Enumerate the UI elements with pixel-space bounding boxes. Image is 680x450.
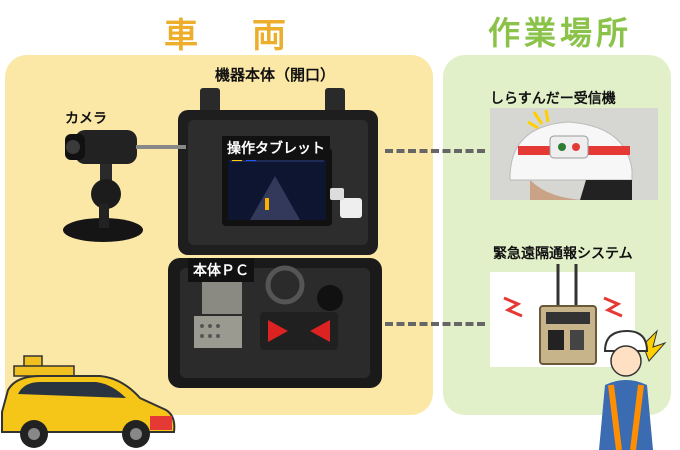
tablet-label: 操作タブレット <box>222 136 330 160</box>
vehicle-illustration <box>1 355 176 448</box>
pc-label: 本体ＰＣ <box>188 258 254 282</box>
worksite-title: 作業場所 <box>487 14 632 52</box>
receiver-link-dash <box>385 149 485 153</box>
receiver-helmet-image <box>490 108 658 200</box>
worker-illustration <box>599 329 667 450</box>
alert-link-dash <box>385 322 485 326</box>
case-label: 機器本体（開口） <box>215 66 336 84</box>
alert-label: 緊急遠隔通報システム <box>493 246 633 262</box>
camera-connector <box>136 145 186 149</box>
vehicle-title: 車 両 <box>164 16 296 56</box>
receiver-label: しらすんだー受信機 <box>490 91 616 107</box>
camera-image <box>63 130 143 242</box>
alert-system-image <box>490 264 635 367</box>
camera-label: カメラ <box>65 111 107 127</box>
equipment-case-image <box>168 88 382 388</box>
